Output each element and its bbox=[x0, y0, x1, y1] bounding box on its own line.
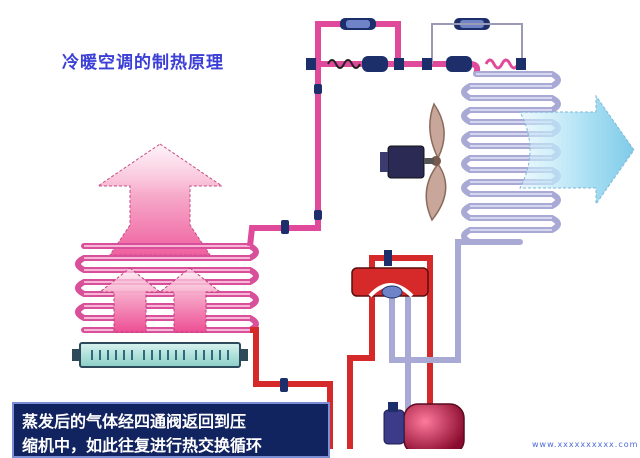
capillary-filter-icon bbox=[306, 18, 526, 72]
warm-air-arrow-icon bbox=[98, 267, 222, 333]
compressor-icon bbox=[383, 402, 465, 449]
warm-air-arrow-icon bbox=[96, 143, 224, 256]
pipe-joint bbox=[280, 84, 322, 392]
liquid-line-pipe bbox=[250, 255, 433, 449]
caption-line-2: 缩机中，如此往复进行热交换循环 bbox=[22, 436, 263, 455]
caption-line-1: 蒸发后的气体经四通阀返回到压 bbox=[22, 412, 247, 431]
watermark: www.xxxxxxxxxx.com bbox=[532, 440, 639, 449]
four-way-valve-icon bbox=[351, 250, 429, 299]
page-title: 冷暖空调的制热原理 bbox=[62, 53, 224, 73]
indoor-condenser-coil bbox=[75, 243, 259, 333]
cool-air-arrow-icon bbox=[519, 94, 635, 206]
caption-box: 蒸发后的气体经四通阀返回到压 缩机中，如此往复进行热交换循环 bbox=[12, 402, 330, 458]
indoor-unit-grille bbox=[72, 342, 248, 368]
suction-pipe bbox=[389, 239, 470, 363]
fan-motor-icon bbox=[380, 145, 434, 179]
